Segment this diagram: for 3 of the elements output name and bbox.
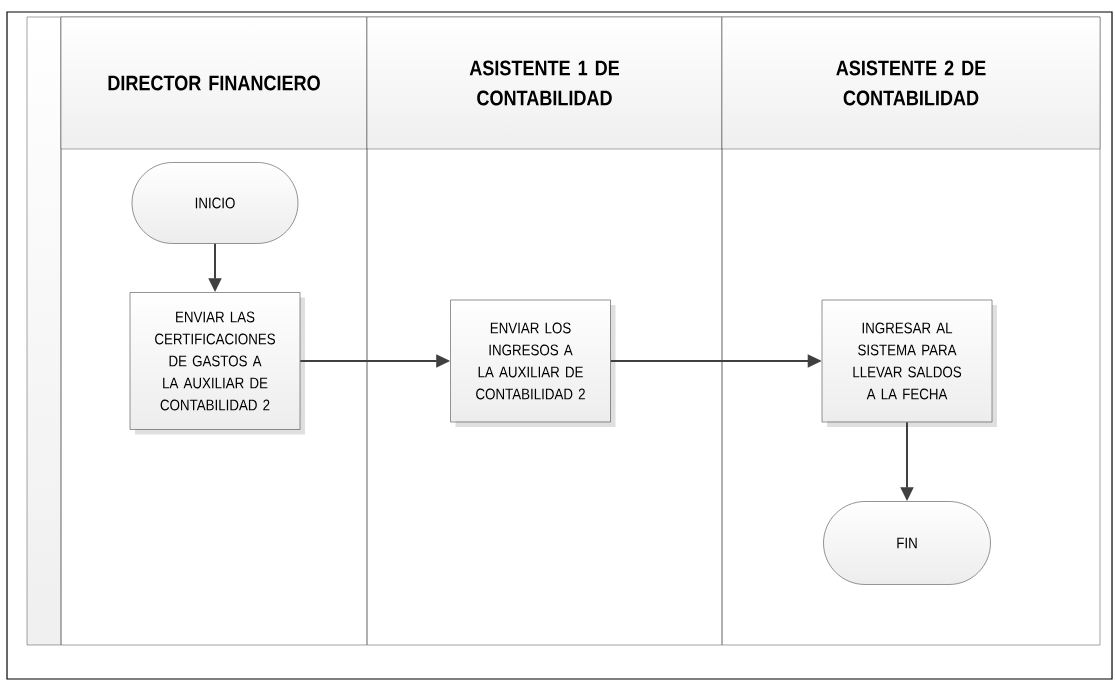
- process-box: INGRESAR AL SISTEMA PARA LLEVAR SALDOS A LA FECHA: [821, 299, 997, 427]
- process-box: ENVIAR LAS CERTIFICACIONES DE GASTOS A LA AUXILIAR DE CONTABILIDAD 2: [129, 292, 305, 435]
- process-box: ENVIAR LOS INGRESOS A LA AUXILIAR DE CONTABILIDAD 2: [450, 299, 616, 427]
